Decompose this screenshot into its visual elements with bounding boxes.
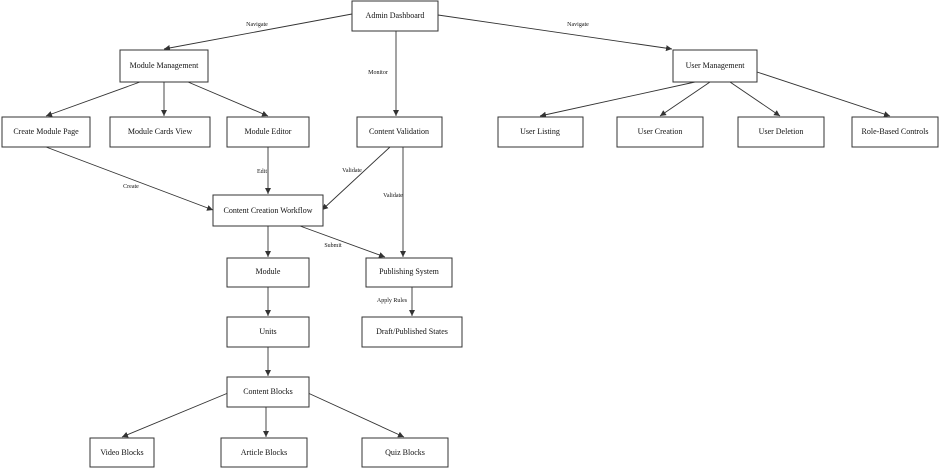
edges	[45, 13, 891, 438]
node-content-blocks: Content Blocks	[226, 376, 310, 408]
edge-label-validate-right: Validate	[383, 193, 403, 199]
node-content-creation-workflow: Content Creation Workflow	[212, 194, 324, 227]
edge-label-submit: Submit	[324, 243, 342, 249]
node-label: User Creation	[638, 127, 683, 136]
node-label: Module Editor	[245, 127, 292, 136]
node-label: Create Module Page	[13, 127, 79, 136]
node-user-deletion: User Deletion	[737, 116, 825, 148]
node-video-blocks: Video Blocks	[89, 437, 155, 468]
node-admin-dashboard: Admin Dashboard	[351, 0, 439, 32]
node-label: Content Validation	[369, 127, 429, 136]
node-label: Content Creation Workflow	[224, 206, 313, 215]
node-label: Draft/Published States	[376, 327, 448, 336]
node-user-listing: User Listing	[497, 116, 584, 148]
node-module-editor: Module Editor	[226, 116, 310, 148]
node-publishing-system: Publishing System	[365, 257, 453, 288]
edge-content-blocks-to-quiz	[307, 392, 405, 438]
edge-workflow-to-publishing	[299, 225, 386, 258]
edge-create-page-to-workflow	[45, 146, 214, 211]
edge-content-blocks-to-video	[121, 392, 229, 438]
node-label: Module Management	[130, 61, 199, 70]
edge-label-navigate-left: Navigate	[246, 22, 268, 28]
edge-label-create: Create	[123, 184, 139, 190]
node-label: User Listing	[520, 127, 560, 136]
node-units: Units	[226, 316, 310, 348]
node-label: Module	[256, 267, 281, 276]
node-label: User Management	[686, 61, 746, 70]
edge-admin-to-module-management	[163, 13, 353, 51]
node-user-creation: User Creation	[616, 116, 704, 148]
edge-user-management-to-deletion	[729, 81, 781, 117]
node-label: Video Blocks	[100, 448, 143, 457]
edge-validation-to-workflow	[321, 146, 391, 211]
edge-label-edit: Edit	[257, 169, 267, 175]
node-label: Content Blocks	[243, 387, 293, 396]
node-content-validation: Content Validation	[356, 116, 443, 148]
edge-labels: Navigate Navigate Monitor Create Edit Va…	[123, 22, 589, 304]
node-label: Admin Dashboard	[366, 11, 425, 20]
node-article-blocks: Article Blocks	[220, 437, 308, 468]
node-quiz-blocks: Quiz Blocks	[361, 437, 449, 468]
edge-user-management-to-creation	[659, 81, 711, 117]
node-module-management: Module Management	[119, 49, 209, 83]
edge-label-monitor: Monitor	[368, 70, 388, 76]
edge-module-management-to-editor	[187, 81, 269, 117]
node-label: Quiz Blocks	[385, 448, 425, 457]
node-label: Publishing System	[379, 267, 440, 276]
node-label: Role-Based Controls	[862, 127, 929, 136]
edge-admin-to-user-management	[437, 14, 673, 52]
node-label: Units	[259, 327, 276, 336]
node-user-management: User Management	[672, 49, 758, 83]
node-module: Module	[226, 257, 310, 288]
node-module-cards-view: Module Cards View	[109, 116, 211, 148]
edge-label-apply-rules: Apply Rules	[377, 298, 408, 304]
node-create-module-page: Create Module Page	[1, 116, 91, 148]
node-label: User Deletion	[759, 127, 804, 136]
edge-label-validate-left: Validate	[342, 168, 362, 174]
node-draft-published-states: Draft/Published States	[361, 316, 463, 348]
edge-label-navigate-right: Navigate	[567, 22, 589, 28]
edge-module-management-to-create-page	[45, 81, 141, 117]
node-label: Article Blocks	[241, 448, 287, 457]
node-label: Module Cards View	[128, 127, 192, 136]
node-role-based-controls: Role-Based Controls	[851, 116, 939, 148]
edge-user-management-to-role-controls	[756, 71, 891, 117]
edge-user-management-to-listing	[539, 81, 696, 118]
